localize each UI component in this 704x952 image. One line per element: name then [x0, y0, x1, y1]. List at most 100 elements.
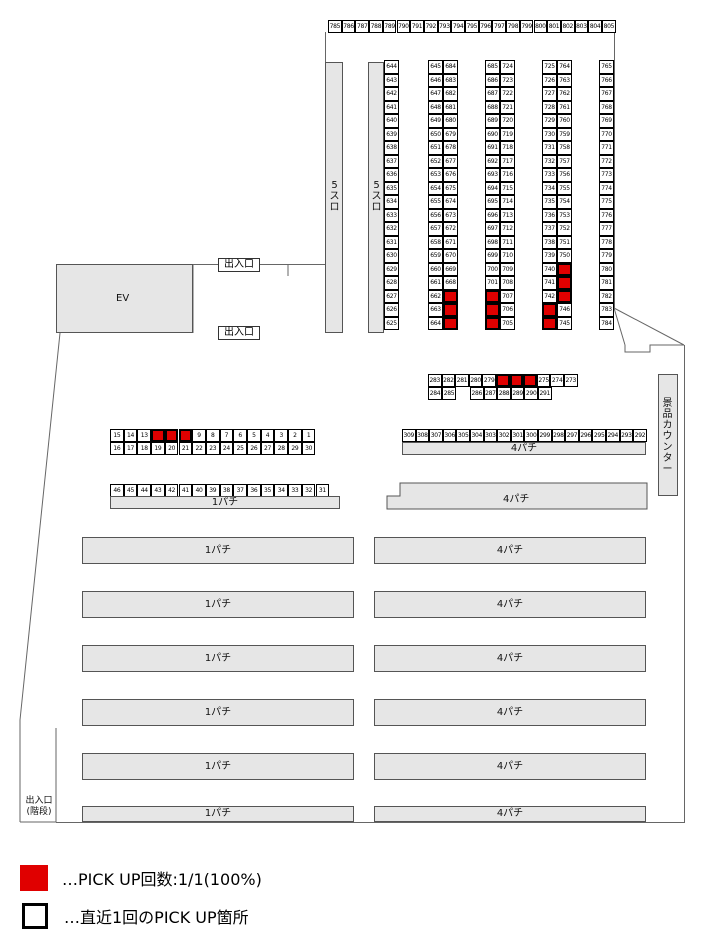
- machine-650[interactable]: 650: [428, 127, 443, 141]
- machine-276[interactable]: 276: [523, 374, 537, 387]
- machine-655[interactable]: 655: [428, 195, 443, 209]
- machine-643[interactable]: 643: [384, 73, 399, 87]
- machine-777[interactable]: 777: [599, 222, 614, 236]
- machine-756[interactable]: 756: [557, 168, 572, 182]
- machine-11[interactable]: 11: [164, 429, 179, 442]
- machine-293[interactable]: 293: [619, 429, 634, 442]
- machine-759[interactable]: 759: [557, 127, 572, 141]
- machine-775[interactable]: 775: [599, 195, 614, 209]
- machine-730[interactable]: 730: [542, 127, 557, 141]
- machine-751[interactable]: 751: [557, 235, 572, 249]
- machine-16[interactable]: 16: [110, 442, 124, 455]
- machine-3[interactable]: 3: [274, 429, 289, 442]
- machine-632[interactable]: 632: [384, 222, 399, 236]
- machine-22[interactable]: 22: [192, 442, 206, 455]
- machine-5[interactable]: 5: [247, 429, 261, 442]
- machine-721[interactable]: 721: [500, 100, 515, 114]
- machine-644[interactable]: 644: [384, 60, 399, 74]
- machine-725[interactable]: 725: [542, 60, 557, 74]
- machine-709[interactable]: 709: [500, 262, 515, 276]
- machine-784[interactable]: 784: [599, 316, 614, 330]
- machine-702[interactable]: 702: [485, 289, 500, 303]
- machine-804[interactable]: 804: [588, 20, 602, 33]
- machine-656[interactable]: 656: [428, 208, 443, 222]
- machine-307[interactable]: 307: [429, 429, 443, 442]
- machine-729[interactable]: 729: [542, 114, 557, 128]
- machine-781[interactable]: 781: [599, 276, 614, 290]
- machine-758[interactable]: 758: [557, 141, 572, 155]
- machine-754[interactable]: 754: [557, 195, 572, 209]
- machine-662[interactable]: 662: [428, 289, 443, 303]
- machine-291[interactable]: 291: [538, 387, 552, 400]
- machine-688[interactable]: 688: [485, 100, 500, 114]
- machine-778[interactable]: 778: [599, 235, 614, 249]
- machine-275[interactable]: 275: [536, 374, 551, 387]
- machine-15[interactable]: 15: [110, 429, 124, 442]
- machine-282[interactable]: 282: [441, 374, 456, 387]
- machine-697[interactable]: 697: [485, 222, 500, 236]
- machine-736[interactable]: 736: [542, 208, 557, 222]
- machine-20[interactable]: 20: [164, 442, 179, 455]
- machine-30[interactable]: 30: [301, 442, 316, 455]
- machine-785[interactable]: 785: [328, 20, 342, 33]
- machine-723[interactable]: 723: [500, 73, 515, 87]
- machine-753[interactable]: 753: [557, 208, 572, 222]
- machine-302[interactable]: 302: [497, 429, 511, 442]
- machine-790[interactable]: 790: [396, 20, 411, 33]
- machine-641[interactable]: 641: [384, 100, 399, 114]
- machine-763[interactable]: 763: [557, 73, 572, 87]
- machine-683[interactable]: 683: [443, 73, 458, 87]
- machine-633[interactable]: 633: [384, 208, 399, 222]
- machine-651[interactable]: 651: [428, 141, 443, 155]
- machine-728[interactable]: 728: [542, 100, 557, 114]
- machine-793[interactable]: 793: [437, 20, 452, 33]
- machine-8[interactable]: 8: [205, 429, 220, 442]
- machine-628[interactable]: 628: [384, 276, 399, 290]
- machine-786[interactable]: 786: [341, 20, 356, 33]
- machine-298[interactable]: 298: [551, 429, 566, 442]
- machine-706[interactable]: 706: [500, 303, 515, 317]
- machine-652[interactable]: 652: [428, 154, 443, 168]
- machine-283[interactable]: 283: [428, 374, 442, 387]
- machine-674[interactable]: 674: [443, 195, 458, 209]
- machine-779[interactable]: 779: [599, 249, 614, 263]
- machine-635[interactable]: 635: [384, 181, 399, 195]
- machine-696[interactable]: 696: [485, 208, 500, 222]
- machine-718[interactable]: 718: [500, 141, 515, 155]
- machine-805[interactable]: 805: [602, 20, 616, 33]
- machine-670[interactable]: 670: [443, 249, 458, 263]
- machine-295[interactable]: 295: [592, 429, 606, 442]
- machine-714[interactable]: 714: [500, 195, 515, 209]
- machine-637[interactable]: 637: [384, 154, 399, 168]
- machine-687[interactable]: 687: [485, 87, 500, 101]
- machine-690[interactable]: 690: [485, 127, 500, 141]
- machine-739[interactable]: 739: [542, 249, 557, 263]
- machine-669[interactable]: 669: [443, 262, 458, 276]
- machine-626[interactable]: 626: [384, 303, 399, 317]
- machine-684[interactable]: 684: [443, 60, 458, 74]
- machine-715[interactable]: 715: [500, 181, 515, 195]
- machine-768[interactable]: 768: [599, 100, 614, 114]
- machine-789[interactable]: 789: [382, 20, 397, 33]
- machine-679[interactable]: 679: [443, 127, 458, 141]
- machine-6[interactable]: 6: [233, 429, 247, 442]
- machine-631[interactable]: 631: [384, 235, 399, 249]
- machine-734[interactable]: 734: [542, 181, 557, 195]
- machine-720[interactable]: 720: [500, 114, 515, 128]
- machine-765[interactable]: 765: [599, 60, 614, 74]
- machine-7[interactable]: 7: [219, 429, 234, 442]
- machine-299[interactable]: 299: [538, 429, 552, 442]
- machine-634[interactable]: 634: [384, 195, 399, 209]
- machine-17[interactable]: 17: [123, 442, 138, 455]
- machine-286[interactable]: 286: [470, 387, 484, 400]
- machine-711[interactable]: 711: [500, 235, 515, 249]
- machine-658[interactable]: 658: [428, 235, 443, 249]
- machine-699[interactable]: 699: [485, 249, 500, 263]
- machine-645[interactable]: 645: [428, 60, 443, 74]
- machine-689[interactable]: 689: [485, 114, 500, 128]
- machine-713[interactable]: 713: [500, 208, 515, 222]
- machine-12[interactable]: 12: [151, 429, 165, 442]
- machine-1[interactable]: 1: [301, 429, 316, 442]
- machine-802[interactable]: 802: [560, 20, 575, 33]
- machine-731[interactable]: 731: [542, 141, 557, 155]
